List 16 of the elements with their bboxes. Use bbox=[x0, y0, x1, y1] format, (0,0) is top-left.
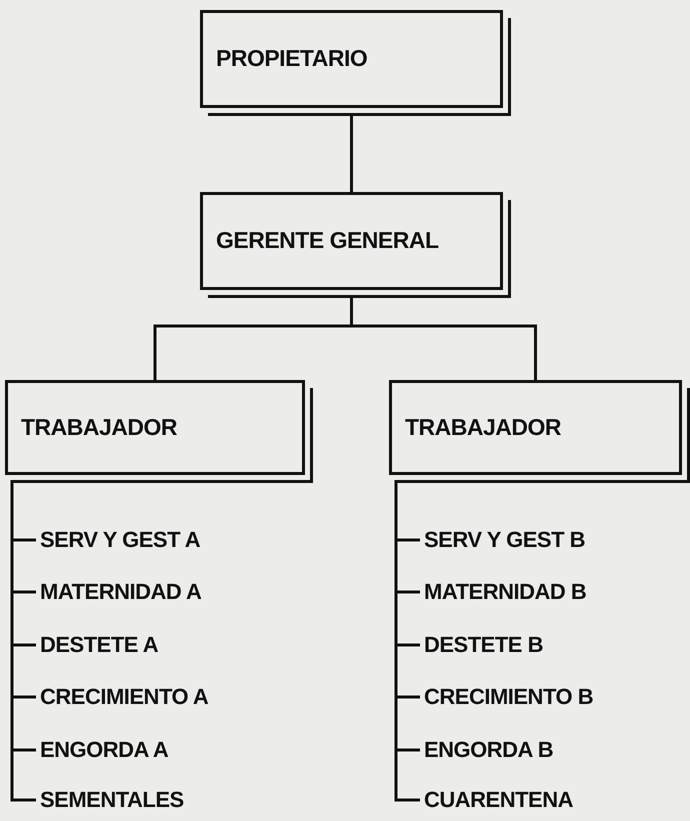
area-label: SERV Y GEST B bbox=[424, 527, 586, 553]
area-label: SERV Y GEST A bbox=[40, 527, 200, 553]
area-label: DESTETE B bbox=[424, 632, 543, 658]
area-label: DESTETE A bbox=[40, 632, 158, 658]
area-label: ENGORDA A bbox=[40, 737, 168, 763]
role-title: TRABAJADOR bbox=[405, 414, 561, 440]
area-label: MATERNIDAD B bbox=[424, 579, 586, 605]
role-title: TRABAJADOR bbox=[21, 414, 177, 440]
area-label: SEMENTALES bbox=[40, 787, 184, 813]
area-label: CRECIMIENTO A bbox=[40, 684, 208, 710]
area-label: CRECIMIENTO B bbox=[424, 684, 594, 710]
area-label: ENGORDA B bbox=[424, 737, 554, 763]
area-label: CUARENTENA bbox=[424, 787, 573, 813]
area-label: MATERNIDAD A bbox=[40, 579, 202, 605]
role-title: GERENTE GENERAL bbox=[216, 227, 439, 254]
role-title: PROPIETARIO bbox=[216, 45, 368, 72]
